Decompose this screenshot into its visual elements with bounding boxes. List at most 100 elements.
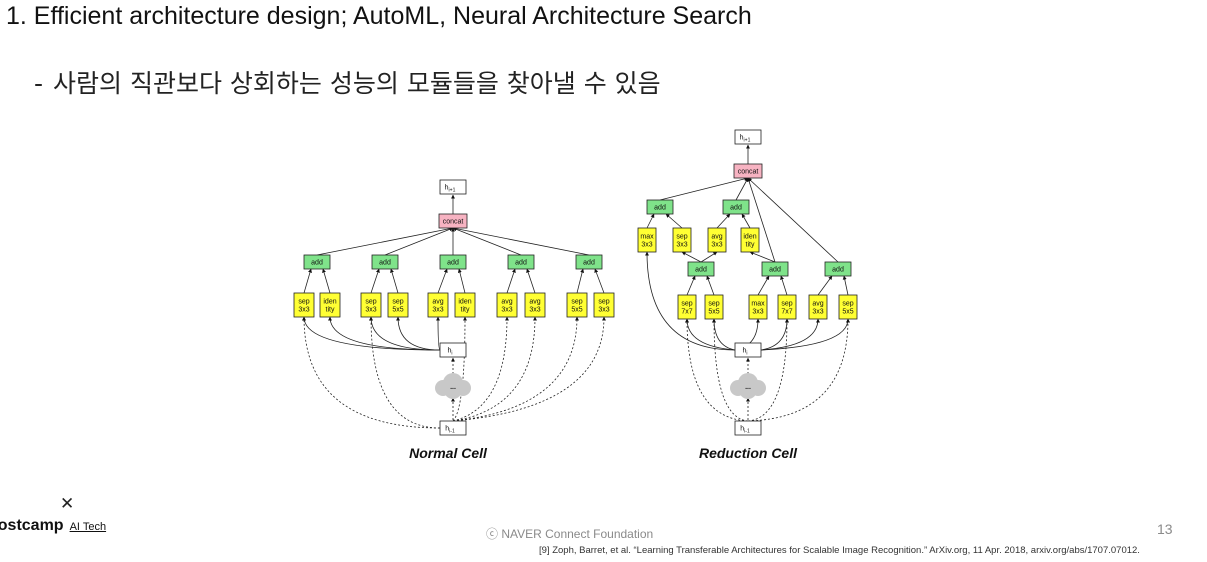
svg-text:add: add bbox=[447, 260, 459, 267]
brand-logo: oostcamp AI Tech bbox=[0, 517, 106, 535]
svg-text:sep: sep bbox=[571, 299, 582, 306]
svg-text:sep: sep bbox=[365, 299, 376, 306]
svg-text:3x3: 3x3 bbox=[298, 307, 309, 314]
slide-subtitle: -사람의 직관보다 상회하는 성능의 모듈들을 찾아낼 수 있음 bbox=[34, 64, 661, 100]
svg-text:7x7: 7x7 bbox=[781, 309, 792, 316]
svg-text:avg: avg bbox=[432, 299, 443, 306]
svg-text:avg: avg bbox=[529, 299, 540, 306]
svg-text:3x3: 3x3 bbox=[432, 307, 443, 314]
page-number: 13 bbox=[1157, 521, 1173, 537]
reduction-add-node: add bbox=[687, 261, 715, 277]
reduction-cloud-icon: ... bbox=[730, 373, 766, 399]
reduction-hi-node: hi bbox=[734, 342, 762, 358]
svg-text:3x3: 3x3 bbox=[676, 242, 687, 249]
svg-text:sep: sep bbox=[298, 299, 309, 306]
close-x-icon: ✕ bbox=[60, 494, 75, 513]
normal-concat-node: concat bbox=[438, 213, 468, 229]
normal-add-node: add bbox=[575, 254, 603, 270]
svg-text:3x3: 3x3 bbox=[711, 242, 722, 249]
svg-text:7x7: 7x7 bbox=[681, 309, 692, 316]
svg-text:hi+1: hi+1 bbox=[740, 135, 751, 144]
svg-text:3x3: 3x3 bbox=[365, 307, 376, 314]
svg-text:tity: tity bbox=[461, 307, 470, 314]
svg-text:add: add bbox=[695, 267, 707, 274]
svg-text:...: ... bbox=[745, 384, 751, 391]
svg-text:sep: sep bbox=[781, 301, 792, 308]
svg-text:sep: sep bbox=[708, 301, 719, 308]
svg-text:avg: avg bbox=[711, 234, 722, 241]
svg-text:iden: iden bbox=[323, 299, 336, 306]
normal-hprev-node: hi-1 bbox=[439, 420, 467, 436]
reduction-add-node: add bbox=[646, 199, 674, 215]
svg-text:add: add bbox=[769, 267, 781, 274]
svg-text:5x5: 5x5 bbox=[392, 307, 403, 314]
svg-text:3x3: 3x3 bbox=[501, 307, 512, 314]
subtitle-text: 사람의 직관보다 상회하는 성능의 모듈들을 찾아낼 수 있음 bbox=[53, 69, 661, 98]
svg-text:iden: iden bbox=[458, 299, 471, 306]
svg-text:max: max bbox=[640, 234, 654, 241]
reduction-cell-label: Reduction Cell bbox=[699, 445, 798, 461]
svg-text:3x3: 3x3 bbox=[641, 242, 652, 249]
svg-text:sep: sep bbox=[842, 301, 853, 308]
svg-text:max: max bbox=[751, 301, 765, 308]
svg-text:add: add bbox=[515, 260, 527, 267]
svg-text:concat: concat bbox=[443, 219, 464, 226]
svg-text:3x3: 3x3 bbox=[598, 307, 609, 314]
reduction-add-node: add bbox=[824, 261, 852, 277]
svg-text:add: add bbox=[832, 267, 844, 274]
svg-text:avg: avg bbox=[812, 301, 823, 308]
copyright-text: ⓒ NAVER Connect Foundation bbox=[486, 527, 654, 541]
normal-output-node: hi+1 bbox=[439, 179, 467, 195]
svg-text:add: add bbox=[311, 260, 323, 267]
reduction-output-node: hi+1 bbox=[734, 129, 762, 145]
svg-text:5x5: 5x5 bbox=[842, 309, 853, 316]
reduction-add-node: add bbox=[761, 261, 789, 277]
citation-text: [9] Zoph, Barret, et al. “Learning Trans… bbox=[539, 545, 1140, 556]
svg-text:sep: sep bbox=[598, 299, 609, 306]
brand-tag: AI Tech bbox=[69, 521, 107, 533]
svg-text:sep: sep bbox=[676, 234, 687, 241]
svg-text:add: add bbox=[583, 260, 595, 267]
svg-text:add: add bbox=[654, 205, 666, 212]
svg-text:3x3: 3x3 bbox=[812, 309, 823, 316]
brand-name: oostcamp bbox=[0, 517, 64, 534]
svg-text:tity: tity bbox=[326, 307, 335, 314]
svg-text:5x5: 5x5 bbox=[571, 307, 582, 314]
svg-text:avg: avg bbox=[501, 299, 512, 306]
svg-text:sep: sep bbox=[681, 301, 692, 308]
svg-text:3x3: 3x3 bbox=[752, 309, 763, 316]
reduction-hprev-node: hi-1 bbox=[734, 420, 762, 436]
bullet-dash: - bbox=[34, 69, 44, 98]
reduction-concat-node: concat bbox=[733, 163, 763, 179]
normal-add-node: add bbox=[303, 254, 331, 270]
slide-title: 1. Efficient architecture design; AutoML… bbox=[6, 2, 752, 30]
normal-cell-label: Normal Cell bbox=[409, 445, 488, 461]
svg-text:tity: tity bbox=[746, 242, 755, 249]
svg-text:sep: sep bbox=[392, 299, 403, 306]
svg-text:5x5: 5x5 bbox=[708, 309, 719, 316]
normal-add-node: add bbox=[439, 254, 467, 270]
svg-text:hi-1: hi-1 bbox=[445, 426, 455, 435]
svg-text:concat: concat bbox=[738, 169, 759, 176]
svg-text:hi: hi bbox=[742, 348, 747, 357]
reduction-add-node: add bbox=[722, 199, 750, 215]
normal-hi-node: hi bbox=[439, 342, 467, 358]
